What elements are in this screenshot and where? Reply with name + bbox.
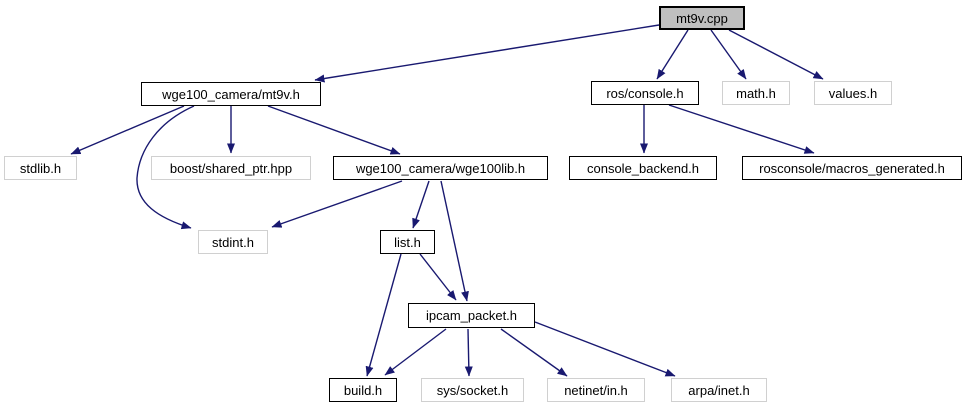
node-stdlib-h: stdlib.h xyxy=(4,156,77,180)
edge-wge100lib-h-to-stdint-h xyxy=(271,180,403,228)
node-wge100-camera-wge100lib-h[interactable]: wge100_camera/wge100lib.h xyxy=(333,156,548,180)
edge-mt9v-cpp-to-values-h xyxy=(728,29,824,80)
edge-wge100lib-h-to-ipcam-packet-h xyxy=(440,180,469,302)
edge-ipcam-packet-h-to-build-h xyxy=(384,328,447,376)
node-math-h: math.h xyxy=(722,81,790,105)
node-boost-shared-ptr-hpp: boost/shared_ptr.hpp xyxy=(151,156,311,180)
node-values-h: values.h xyxy=(814,81,892,105)
edge-mt9v-cpp-to-math-h xyxy=(710,29,747,80)
node-build-h[interactable]: build.h xyxy=(329,378,397,402)
node-mt9v-cpp: mt9v.cpp xyxy=(659,6,745,30)
node-sys-socket-h: sys/socket.h xyxy=(421,378,524,402)
node-ros-console-h[interactable]: ros/console.h xyxy=(591,81,699,105)
edge-wge100-mt9v-h-to-stdint-h xyxy=(136,105,195,230)
node-stdint-h: stdint.h xyxy=(198,230,268,254)
node-arpa-inet-h: arpa/inet.h xyxy=(671,378,767,402)
edge-ipcam-packet-h-to-arpa-inet-h xyxy=(534,321,676,377)
edge-ros-console-h-to-macros-generated-h xyxy=(668,104,815,154)
edge-wge100lib-h-to-list-h xyxy=(412,180,430,229)
edge-mt9v-cpp-to-ros-console-h xyxy=(656,29,689,80)
node-list-h[interactable]: list.h xyxy=(380,230,435,254)
edge-wge100-mt9v-h-to-wge100lib-h xyxy=(267,105,401,155)
edge-list-h-to-ipcam-packet-h xyxy=(419,253,457,301)
node-wge100-camera-mt9v-h[interactable]: wge100_camera/mt9v.h xyxy=(141,82,321,106)
node-rosconsole-macros-generated-h[interactable]: rosconsole/macros_generated.h xyxy=(742,156,962,180)
node-ipcam-packet-h[interactable]: ipcam_packet.h xyxy=(408,303,535,328)
edge-mt9v-cpp-to-wge100-mt9v-h xyxy=(314,24,660,83)
edge-list-h-to-build-h xyxy=(365,253,402,377)
edge-ipcam-packet-h-to-sys-socket-h xyxy=(464,328,473,377)
edge-wge100-mt9v-h-to-stdlib-h xyxy=(70,105,185,155)
node-netinet-in-h: netinet/in.h xyxy=(547,378,645,402)
node-console-backend-h[interactable]: console_backend.h xyxy=(569,156,717,180)
edge-ipcam-packet-h-to-netinet-in-h xyxy=(500,328,568,377)
